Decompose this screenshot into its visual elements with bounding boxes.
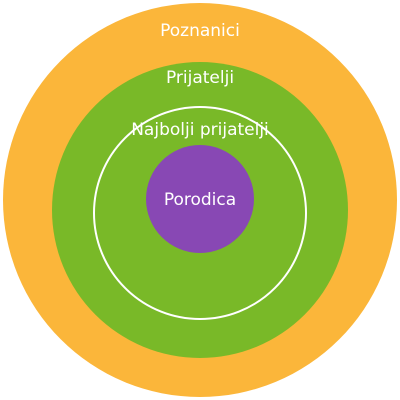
label-best-friends: Najbolji prijatelji [131, 120, 269, 140]
label-acquaintances: Poznanici [160, 21, 240, 41]
ring-family [146, 145, 254, 253]
label-family: Porodica [164, 190, 236, 210]
label-friends: Prijatelji [166, 68, 234, 88]
